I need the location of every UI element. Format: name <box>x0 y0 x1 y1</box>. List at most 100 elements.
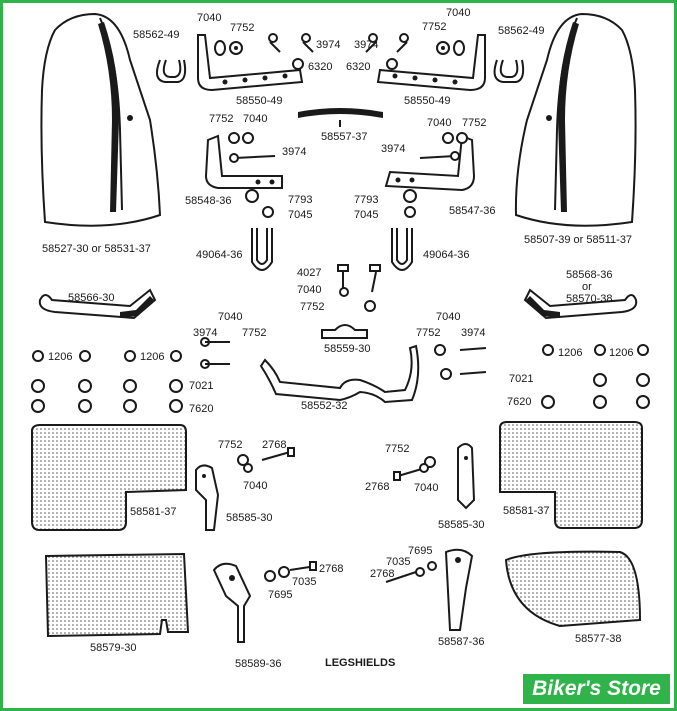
callout: 7620 <box>507 396 531 408</box>
mid-hardware <box>228 132 468 218</box>
callout: 58581-37 <box>503 505 550 517</box>
callout: 7793 <box>288 194 312 206</box>
callout: 7040 <box>218 311 242 323</box>
callout: 7752 <box>416 327 440 339</box>
callout: 58548-36 <box>185 195 232 207</box>
callout: 58527-30 or 58531-37 <box>42 243 151 255</box>
callout: 7040 <box>414 482 438 494</box>
callout: 7752 <box>422 21 446 33</box>
callout: 4027 <box>297 267 321 279</box>
left-legshield <box>40 12 162 227</box>
callout: 7620 <box>189 403 213 415</box>
callout: 7752 <box>230 22 254 34</box>
callout: 3974 <box>193 327 217 339</box>
mud-flap-right <box>499 421 643 529</box>
callout: 7021 <box>509 373 533 385</box>
callout: 2768 <box>319 563 343 575</box>
callout: 58557-37 <box>321 131 368 143</box>
callout: 1206 <box>48 351 72 363</box>
callout: 1206 <box>140 351 164 363</box>
bottom-flap-left <box>44 552 190 638</box>
small-bracket-right <box>457 443 476 510</box>
callout: 58547-36 <box>449 205 496 217</box>
callout: 1206 <box>609 347 633 359</box>
callout: 7040 <box>427 117 451 129</box>
bracket-58589 <box>212 561 317 643</box>
watermark-logo: Biker's Store <box>523 674 670 704</box>
callout: 58507-39 or 58511-37 <box>524 234 632 246</box>
callout: 58579-30 <box>90 642 137 654</box>
side-bracket-left <box>204 134 283 189</box>
callout-labels: 7040 7752 58562-49 3974 6320 58550-49 70… <box>42 7 633 670</box>
right-legshield <box>514 12 637 227</box>
callout: 7040 <box>197 12 221 24</box>
callout: 58581-37 <box>130 506 177 518</box>
callout: 7695 <box>268 589 292 601</box>
callout: 7040 <box>446 7 470 19</box>
center-screws <box>337 264 381 312</box>
u-bolt-right <box>391 228 413 271</box>
callout: 1206 <box>558 347 582 359</box>
callout: 49064-36 <box>196 249 243 261</box>
callout: 6320 <box>346 61 370 73</box>
callout: 58570-38 <box>566 293 613 305</box>
watermark-text: Biker's Store <box>532 677 661 700</box>
callout: 58585-30 <box>438 519 485 531</box>
callout: 7035 <box>386 556 410 568</box>
callout: 58562-49 <box>498 25 545 37</box>
main-bar <box>259 344 420 404</box>
mud-flap-left <box>31 424 187 531</box>
callout: or <box>582 281 592 293</box>
callout: 7040 <box>436 311 460 323</box>
callout: 7752 <box>385 443 409 455</box>
callout: 7021 <box>189 380 213 392</box>
top-bracket-left <box>197 34 304 92</box>
callout: 7752 <box>462 117 486 129</box>
callout: 2768 <box>370 568 394 580</box>
small-bracket-left <box>195 464 220 531</box>
callout: 7045 <box>354 209 378 221</box>
callout: 7752 <box>242 327 266 339</box>
callout: 58559-30 <box>324 343 371 355</box>
callout: 3974 <box>381 143 405 155</box>
callout: 7793 <box>354 194 378 206</box>
side-bracket-right <box>384 134 476 192</box>
callout: 7752 <box>300 301 324 313</box>
u-bolt-left <box>251 228 273 271</box>
callout: 58589-36 <box>235 658 282 670</box>
diagram-title: LEGSHIELDS <box>325 657 395 669</box>
callout: 7040 <box>297 284 321 296</box>
callout: 58587-36 <box>438 636 485 648</box>
callout: 3974 <box>316 39 340 51</box>
callout: 58577-38 <box>575 633 622 645</box>
callout: 2768 <box>365 481 389 493</box>
bracket-58587 <box>385 548 474 631</box>
small-bracket-hardware <box>237 447 436 481</box>
callout: 3974 <box>354 39 378 51</box>
callout: 6320 <box>308 61 332 73</box>
callout: 58585-30 <box>226 512 273 524</box>
top-bracket-right <box>376 34 486 92</box>
bottom-flap-right <box>504 550 642 628</box>
callout: 7045 <box>288 209 312 221</box>
callout: 58562-49 <box>133 29 180 41</box>
callout: 58550-49 <box>236 95 283 107</box>
callout: 7040 <box>243 113 267 125</box>
u-clamp-left <box>155 59 187 83</box>
callout: 2768 <box>262 439 286 451</box>
callout: 7035 <box>292 576 316 588</box>
callout: 58566-30 <box>68 292 115 304</box>
callout: 58550-49 <box>404 95 451 107</box>
callout: 7752 <box>218 439 242 451</box>
callout: 49064-36 <box>423 249 470 261</box>
hardware-columns <box>31 337 650 413</box>
clamp <box>321 324 368 339</box>
arm-left <box>38 288 157 320</box>
center-bar <box>298 108 383 127</box>
callout: 3974 <box>461 327 485 339</box>
callout: 7752 <box>209 113 233 125</box>
callout: 58552-32 <box>301 400 348 412</box>
callout: 58568-36 <box>566 269 613 281</box>
top-hardware <box>214 33 465 70</box>
